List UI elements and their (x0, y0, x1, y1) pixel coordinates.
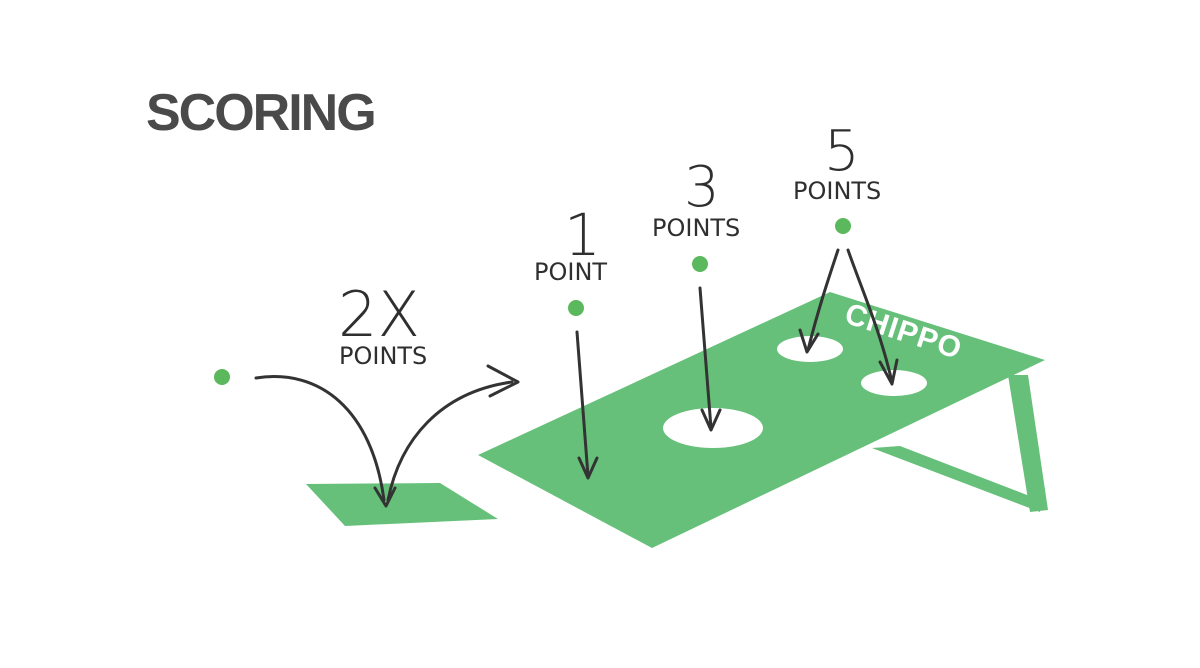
ball-dot-5 (835, 218, 851, 234)
diagram-title: SCORING (146, 84, 375, 142)
zone-2x-value: 2X (338, 278, 420, 351)
arrowhead-1 (577, 456, 599, 480)
zone-3-label: POINTS (652, 214, 740, 242)
zone-2x: 2X POINTS (214, 278, 520, 508)
zone-5-label: POINTS (793, 177, 881, 205)
chippo-board (478, 292, 1045, 548)
bounce-arrow-down (254, 375, 386, 502)
zone-5-value: 5 (824, 119, 860, 184)
zone-1: 1 POINT (534, 201, 607, 480)
arrow-1 (575, 330, 590, 478)
arrow-5-right (846, 248, 894, 384)
hole-5-points-right (861, 370, 927, 396)
bounce-arrowhead-down (373, 486, 397, 508)
landing-mat (306, 483, 498, 526)
bounce-arrowhead-right (486, 364, 520, 398)
ball-dot-3 (692, 256, 708, 272)
arrowhead-3 (700, 408, 722, 432)
zone-3: 3 POINTS (652, 155, 740, 432)
bounce-arrow-up (386, 380, 514, 502)
zone-3-value: 3 (684, 155, 720, 220)
arrowhead-5-left (798, 328, 820, 354)
zone-1-label: POINT (534, 258, 607, 286)
arrow-5-left (806, 248, 840, 352)
zone-1-value: 1 (564, 201, 601, 269)
zone-5: 5 POINTS (793, 119, 899, 386)
board-stand (872, 375, 1048, 512)
arrow-3 (698, 286, 713, 430)
arrowhead-5-right (878, 358, 899, 386)
zone-2x-label: POINTS (339, 342, 427, 370)
ball-dot-1 (568, 300, 584, 316)
ball-dot-2x (214, 369, 230, 385)
